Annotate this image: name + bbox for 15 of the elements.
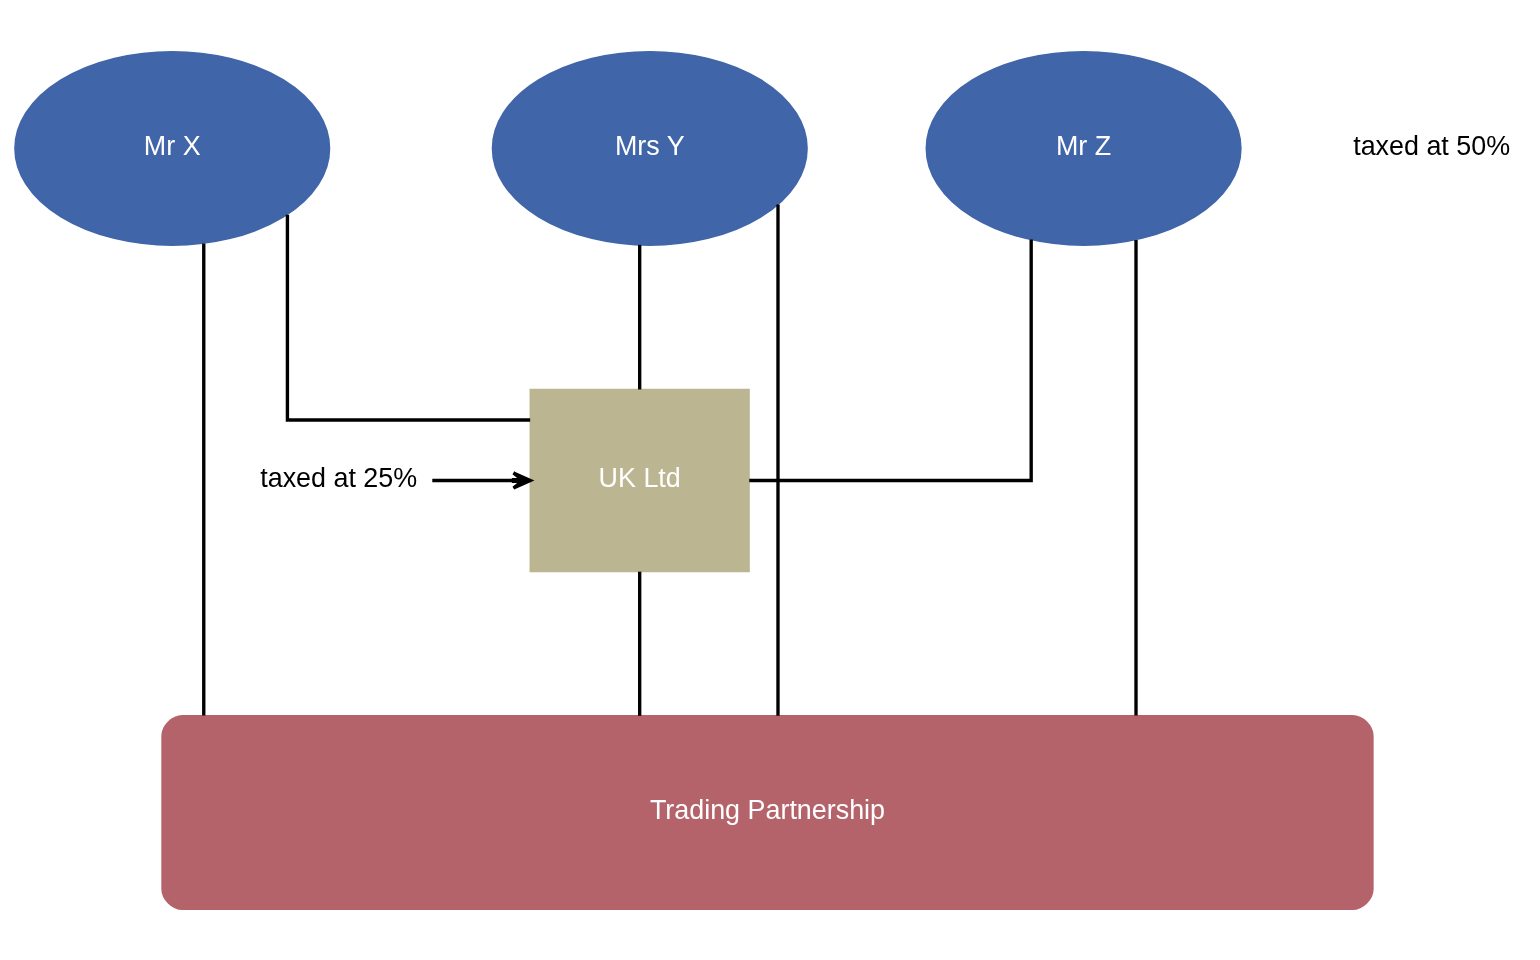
node-ellipse: Mr Z — [925, 50, 1242, 246]
node-box: Trading Partnership — [161, 714, 1374, 910]
connector — [202, 243, 206, 715]
node-box: UK Ltd — [529, 388, 750, 572]
label: taxed at 50% — [1353, 130, 1511, 161]
node-ellipse: Mrs Y — [491, 50, 808, 246]
connector — [285, 214, 531, 422]
node-ellipse: Mr X — [14, 50, 331, 246]
connector — [776, 203, 780, 716]
arrow — [432, 470, 532, 490]
connector — [749, 239, 1033, 482]
connector — [1134, 239, 1138, 715]
connector — [638, 571, 642, 716]
connector — [638, 244, 642, 389]
node-text: taxed at 25% — [260, 462, 418, 493]
